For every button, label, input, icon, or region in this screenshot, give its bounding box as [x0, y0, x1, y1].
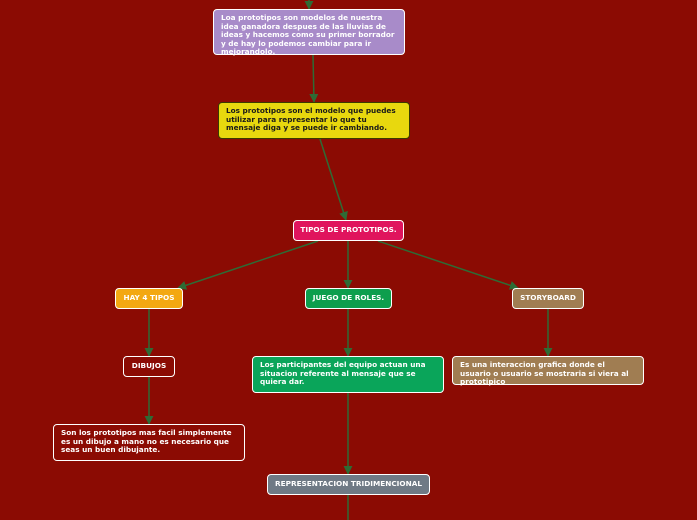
node-dibujos[interactable]: DIBUJOS	[123, 356, 175, 377]
node-hay-4-tipos[interactable]: HAY 4 TIPOS	[115, 288, 183, 309]
connector-n1-n2	[309, 54, 319, 103]
connector-n3-n6	[377, 240, 519, 290]
node-storyboard-descripcion[interactable]: Es una interaccion grafica donde el usua…	[452, 356, 644, 386]
node-representacion-tridimencional[interactable]: REPRESENTACION TRIDIMENCIONAL	[267, 474, 430, 495]
node-prototipos-modelos[interactable]: Loa prototipos son modelos de nuestra id…	[213, 9, 405, 56]
node-juego-de-roles-descripcion[interactable]: Los participantes del equipo actuan una …	[252, 356, 444, 393]
node-dibujos-descripcion[interactable]: Son los prototipos mas facil simplemente…	[53, 424, 245, 461]
node-juego-de-roles[interactable]: JUEGO DE ROLES.	[305, 288, 392, 309]
connector-n2-n3	[319, 138, 348, 221]
node-prototipos-definicion[interactable]: Los prototipos son el modelo que puedes …	[218, 102, 410, 139]
node-storyboard[interactable]: STORYBOARD	[512, 288, 584, 309]
connector-n3-n4	[177, 240, 319, 290]
node-tipos-de-prototipos[interactable]: TIPOS DE PROTOTIPOS.	[293, 220, 404, 241]
